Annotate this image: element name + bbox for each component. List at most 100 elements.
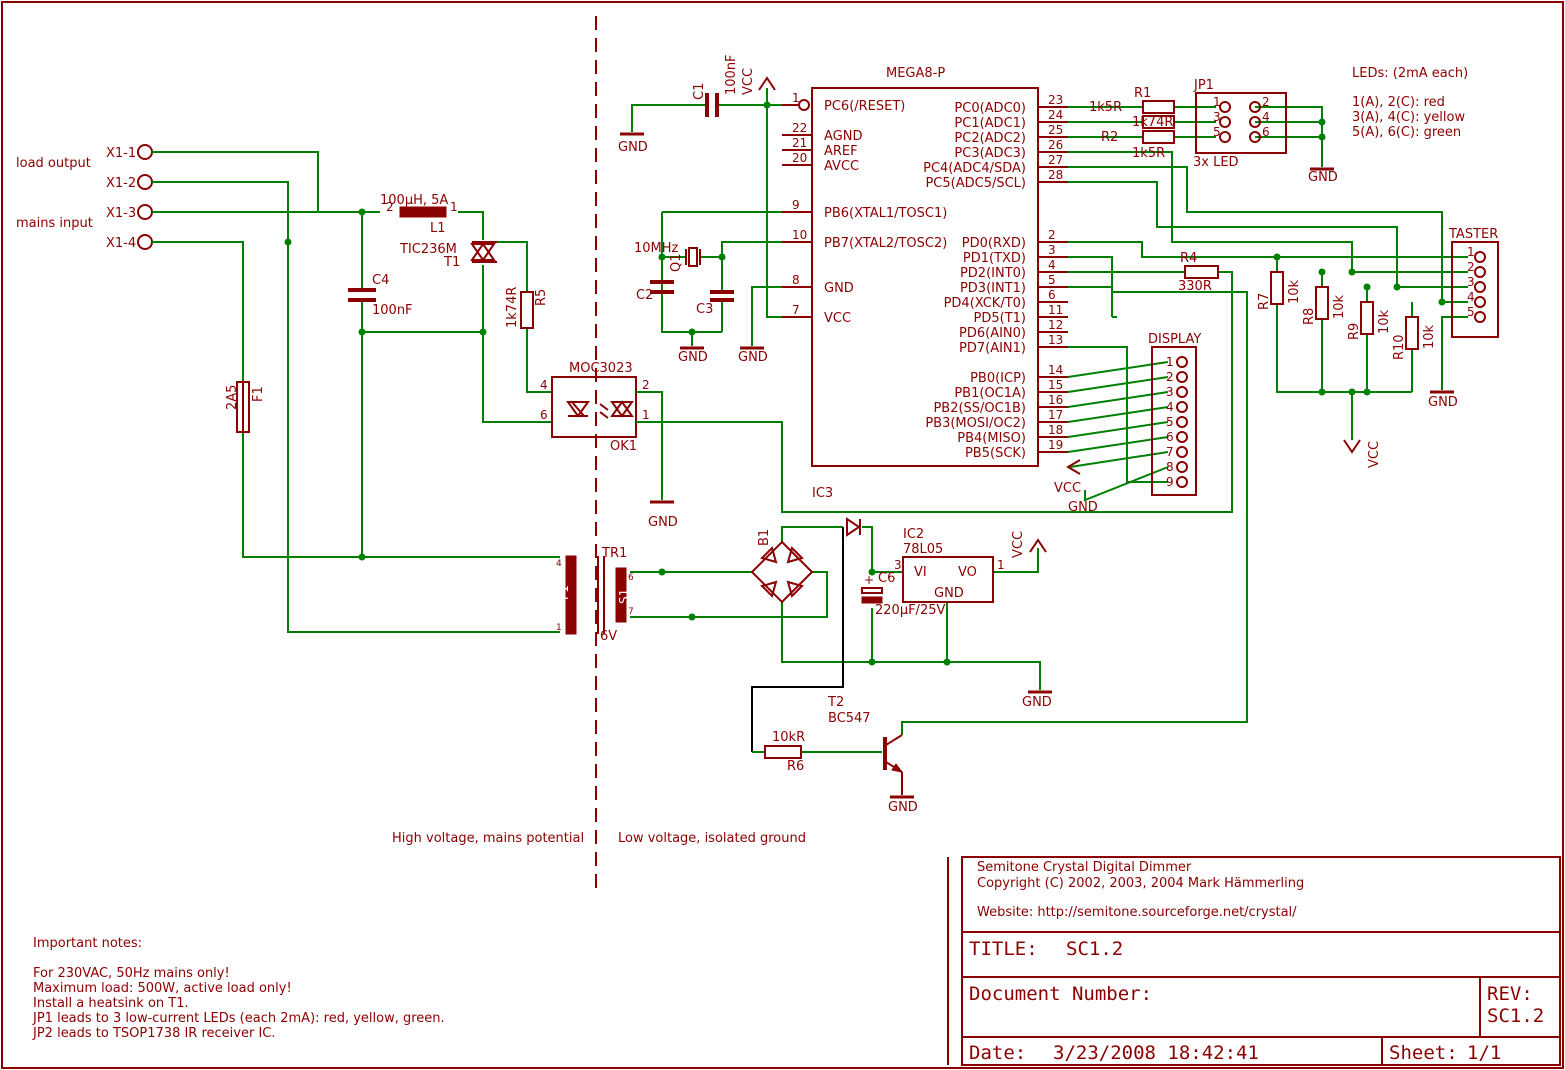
- svg-text:VCC: VCC: [1011, 531, 1026, 558]
- gnd-symbol: GND: [1022, 690, 1052, 710]
- note-line: JP1 leads to 3 low-current LEDs (each 2m…: [32, 1011, 445, 1026]
- tr1-voltage: 6V: [600, 629, 617, 644]
- project-name: Semitone Crystal Digital Dimmer: [977, 860, 1192, 875]
- ic2-gnd: GND: [934, 586, 964, 601]
- x1-terminal-1: [137, 144, 153, 160]
- mcu-pin-number: 5: [1048, 273, 1056, 287]
- mcu-body: [811, 87, 1039, 467]
- c1-name: C1: [692, 83, 707, 100]
- mcu-pin-name: PC4(ADC4/SDA): [923, 161, 1026, 176]
- mcu-pin-name: PD7(AIN1): [959, 341, 1026, 356]
- l1-name: L1: [430, 221, 446, 236]
- taster-pin: 3: [1467, 275, 1475, 289]
- mcu-pin-number: 16: [1048, 393, 1063, 407]
- mcu-pin-number: 10: [792, 228, 807, 242]
- mcu-pin-number: 25: [1048, 123, 1063, 137]
- gnd-symbol: GND: [618, 132, 648, 155]
- gnd-symbol: GND: [1308, 167, 1338, 185]
- r2-value: 1k5R: [1132, 146, 1165, 161]
- mcu-mega8: MEGA8-P 1PC6(/RESET)22AGND21AREF20AVCC9P…: [782, 66, 1068, 467]
- jp1-pin: 6: [1262, 125, 1270, 139]
- capacitor-c2: C2: [636, 280, 674, 303]
- mcu-pin-number: 7: [792, 303, 800, 317]
- display-pin-number: 8: [1166, 460, 1174, 474]
- r1-name: R1: [1134, 86, 1151, 101]
- date-value: 3/23/2008 18:42:41: [1053, 1042, 1259, 1064]
- r4-value: 330R: [1178, 279, 1212, 294]
- mcu-pin-name: GND: [824, 281, 854, 296]
- ic3-name: IC3: [812, 486, 833, 501]
- svg-text:1: 1: [450, 200, 458, 214]
- mcu-pin-number: 3: [1048, 243, 1056, 257]
- mcu-pin-number: 14: [1048, 363, 1063, 377]
- title-label: TITLE:: [969, 938, 1038, 960]
- gnd-symbol: GND: [678, 346, 708, 365]
- mcu-pin-name: PB1(OC1A): [954, 386, 1026, 401]
- taster-pin: 5: [1467, 305, 1475, 319]
- gnd-symbol: GND: [888, 795, 918, 815]
- crystal-q1: 10MHz Q1: [634, 241, 701, 272]
- taster-pin: 2: [1467, 260, 1475, 274]
- display-pin-number: 1: [1166, 355, 1174, 369]
- display-pin-number: 7: [1166, 445, 1174, 459]
- ic2-vi: VI: [914, 565, 927, 580]
- optocoupler-ok1: MOC3023 OK1 4 6 2 1: [540, 361, 650, 454]
- r5-name: R5: [534, 289, 549, 306]
- r1-value: 1k5R: [1089, 100, 1122, 115]
- f1-name: F1: [251, 386, 266, 402]
- sheet-value: 1/1: [1467, 1042, 1501, 1064]
- bridge-rectifier-b1: B1: [750, 529, 814, 604]
- transistor-t2: T2 BC547: [827, 695, 904, 795]
- mcu-pin-number: 1: [792, 91, 800, 105]
- led-mapping: 5(A), 6(C): green: [1352, 125, 1461, 140]
- mcu-pin-name: PD4(XCK/T0): [944, 296, 1026, 311]
- ic2-pin: 1: [997, 558, 1005, 572]
- t1-name: T1: [443, 255, 460, 270]
- mcu-pin-name: PC6(/RESET): [824, 99, 905, 114]
- mcu-pin-name: PD6(AIN0): [959, 326, 1026, 341]
- rev-label: REV:: [1487, 983, 1533, 1005]
- ok1-pin: 2: [642, 378, 650, 392]
- mains-input-label: mains input: [16, 216, 93, 231]
- led-mapping: 3(A), 4(C): yellow: [1352, 110, 1465, 125]
- r6-value: 10kR: [772, 730, 805, 745]
- c6-name: C6: [878, 571, 895, 586]
- note-line: Install a heatsink on T1.: [33, 996, 189, 1011]
- x1-terminal-2: [137, 174, 153, 190]
- mcu-pin-number: 23: [1048, 93, 1063, 107]
- display-pin-number: 9: [1166, 475, 1174, 489]
- c4-value: 100nF: [372, 303, 413, 318]
- mcu-pin-name: PC1(ADC1): [954, 116, 1026, 131]
- connector-x1: X1-1 X1-2 X1-3 X1-4 load output mains in…: [16, 144, 153, 251]
- website: Website: http://semitone.sourceforge.net…: [977, 905, 1297, 920]
- t1-type: TIC236M: [399, 242, 457, 257]
- mcu-pin-number: 6: [1048, 288, 1056, 302]
- mcu-pin-number: 4: [1048, 258, 1056, 272]
- tr1-primary-label: P1: [557, 585, 571, 600]
- r3-value: 1k74R: [1132, 115, 1173, 130]
- led-notes: LEDs: (2mA each) 1(A), 2(C): red 3(A), 4…: [1352, 66, 1468, 140]
- x1-pin-label: X1-3: [106, 206, 136, 221]
- c2-name: C2: [636, 288, 653, 303]
- mcu-pin-name: PC3(ADC3): [954, 146, 1026, 161]
- mcu-pin-name: PD0(RXD): [962, 236, 1026, 251]
- svg-text:GND: GND: [1428, 395, 1458, 410]
- mcu-pin-number: 18: [1048, 423, 1063, 437]
- display-pin: [1176, 356, 1188, 368]
- f1-value: 2A5: [225, 385, 240, 410]
- mcu-pin-number: 11: [1048, 303, 1063, 317]
- mcu-pin-name: PB5(SCK): [965, 446, 1026, 461]
- mcu-pin-number: 27: [1048, 153, 1063, 167]
- jp1-pin: 5: [1213, 125, 1221, 139]
- notes-heading: Important notes:: [33, 936, 142, 951]
- x1-terminal-4: [137, 234, 153, 250]
- vcc-arrow: VCC: [1011, 531, 1047, 558]
- mcu-name: MEGA8-P: [886, 66, 945, 81]
- tr1-pin: 7: [628, 607, 634, 617]
- mcu-pin-name: AREF: [824, 144, 858, 159]
- display-pin: [1176, 401, 1188, 413]
- mcu-pin-number: 26: [1048, 138, 1063, 152]
- lv-wiring: [630, 88, 1468, 753]
- jp1-pin: 4: [1262, 110, 1270, 124]
